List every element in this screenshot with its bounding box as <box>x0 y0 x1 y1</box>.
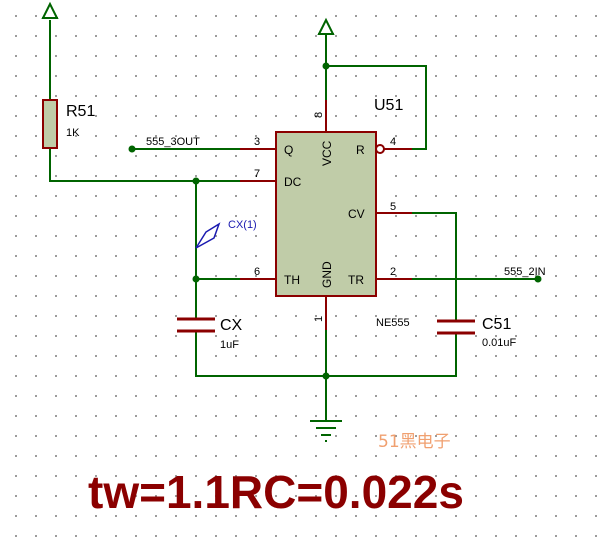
resistor-body <box>42 99 58 149</box>
probe-arrow-icon <box>195 222 221 249</box>
pin-vcc-num: 8 <box>313 112 325 118</box>
pin-dc-num: 7 <box>254 168 260 180</box>
ic-u51[interactable]: U51 NE555 3 7 6 4 5 2 8 1 Q DC TH R CV T… <box>240 97 412 330</box>
pin-dc-name: DC <box>284 175 302 189</box>
power-left <box>41 1 59 19</box>
pin-tr-num: 2 <box>390 266 396 278</box>
wire-cv-c51 <box>412 212 457 320</box>
terminal-in <box>534 275 542 283</box>
ic-value: NE555 <box>376 317 410 329</box>
capacitor-c51[interactable]: C51 0.01uF <box>437 316 517 349</box>
pin-tr-name: TR <box>348 273 364 287</box>
pin-r-name: R <box>356 143 365 157</box>
pin-th-name: TH <box>284 273 300 287</box>
power-arrow-icon <box>317 17 335 35</box>
power-vcc <box>317 17 335 35</box>
pin-gnd-name: GND <box>320 261 334 288</box>
junction-th <box>192 275 200 283</box>
pin-gnd-num: 1 <box>313 316 325 322</box>
cx-ref: CX <box>220 317 243 334</box>
reset-inversion-bubble <box>375 144 385 154</box>
wire-vcc-reset <box>326 65 427 150</box>
power-arrow-icon <box>41 1 59 19</box>
pin-r-num: 4 <box>390 136 396 148</box>
r51-ref: R51 <box>66 103 95 120</box>
ground-symbol <box>310 420 342 442</box>
formula: tw=1.1RC=0.022s <box>88 466 464 518</box>
pin-q-num: 3 <box>254 136 260 148</box>
probe-label: CX(1) <box>228 219 257 231</box>
pin-cv-name: CV <box>348 207 365 221</box>
r51-value: 1K <box>66 127 80 139</box>
resistor-r51[interactable]: R51 1K <box>42 99 95 149</box>
pin-vcc-name: VCC <box>320 140 334 166</box>
junctions <box>128 62 542 380</box>
cx-value: 1uF <box>220 339 239 351</box>
pin-q-name: Q <box>284 143 293 157</box>
ic-pins <box>240 100 412 330</box>
net-label-in: 555_2IN <box>504 266 546 278</box>
ic-body <box>275 131 377 297</box>
watermark: 51黑电子 <box>378 432 451 452</box>
capacitor-cx[interactable]: CX 1uF <box>177 317 243 351</box>
pin-th-num: 6 <box>254 266 260 278</box>
junction-gnd <box>322 372 330 380</box>
c51-ref: C51 <box>482 316 511 333</box>
c51-value: 0.01uF <box>482 337 517 349</box>
terminal-out <box>128 145 136 153</box>
junction-vcc <box>322 62 330 70</box>
voltage-probe[interactable]: CX(1) <box>195 219 257 249</box>
wire-r51-dc <box>49 148 196 182</box>
ic-ref: U51 <box>374 97 403 114</box>
junction-dc <box>192 177 200 185</box>
pin-cv-num: 5 <box>390 201 396 213</box>
net-label-out: 555_3OUT <box>146 136 200 148</box>
